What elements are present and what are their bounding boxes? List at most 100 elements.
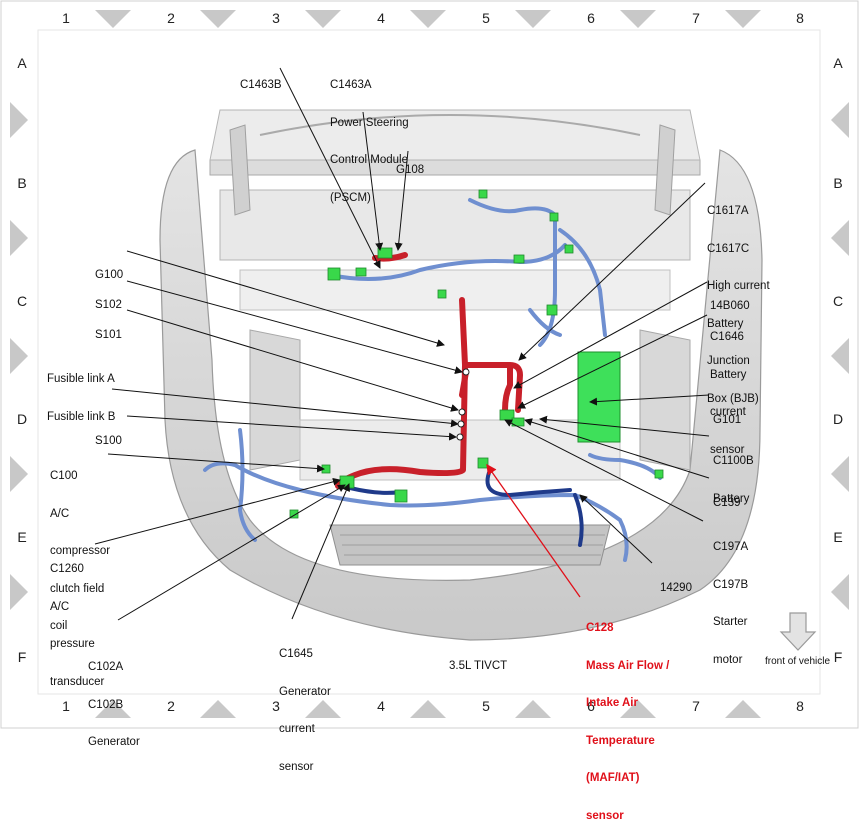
grid-col-5-top: 5 bbox=[482, 10, 490, 26]
label-s101: S101 bbox=[95, 304, 122, 354]
label-line: sensor bbox=[586, 809, 624, 822]
label-line: 14B060 bbox=[710, 300, 750, 312]
label-line: C197B bbox=[713, 578, 749, 591]
label-line: S100 bbox=[95, 435, 122, 447]
label-line: C1645 bbox=[279, 648, 313, 660]
label-line: Battery bbox=[713, 492, 750, 505]
label-line: C100 bbox=[50, 470, 78, 482]
label-line: C102B bbox=[88, 698, 124, 711]
grid-row-e-left: E bbox=[17, 529, 27, 545]
label-c1617: C1617A C1617C High current Battery Junct… bbox=[707, 180, 770, 418]
grid-col-7-top: 7 bbox=[692, 10, 700, 26]
grid-row-a-left: A bbox=[17, 55, 27, 71]
grid-col-4-top: 4 bbox=[377, 10, 385, 26]
label-line: C1617A bbox=[707, 205, 749, 217]
grid-row-d-right: D bbox=[832, 411, 844, 427]
label-line: sensor bbox=[279, 760, 314, 773]
label-line: S102 bbox=[95, 299, 122, 311]
label-line: (PSCM) bbox=[330, 191, 371, 204]
label-c197: C197A C197B Starter motor bbox=[713, 516, 748, 679]
label-line: current bbox=[710, 406, 746, 418]
label-line: S101 bbox=[95, 329, 122, 341]
label-c1646: C1646 Battery current sensor bbox=[710, 306, 746, 469]
label-line: C1617C bbox=[707, 242, 750, 255]
label-s102: S102 bbox=[95, 274, 122, 324]
wiring-diagram bbox=[0, 0, 859, 729]
grid-col-5-bottom: 5 bbox=[482, 698, 490, 714]
label-line: Starter bbox=[713, 616, 748, 628]
label-line: Power Steering bbox=[330, 116, 409, 129]
grid-col-3-bottom: 3 bbox=[272, 698, 280, 714]
grid-row-f-left: F bbox=[17, 649, 27, 665]
grid-markers bbox=[10, 10, 849, 718]
battery bbox=[577, 351, 621, 443]
label-c100: C100 A/C compressor clutch field coil bbox=[50, 445, 110, 645]
grid-row-b-right: B bbox=[833, 175, 843, 191]
label-line: C197A bbox=[713, 541, 749, 553]
grid-row-c-left: C bbox=[16, 293, 28, 309]
label-line: C1100B bbox=[713, 455, 754, 467]
label-line: C128 bbox=[586, 622, 614, 634]
label-line: C1463B bbox=[240, 79, 282, 91]
label-line: C1646 bbox=[710, 331, 744, 343]
grid-col-4-bottom: 4 bbox=[377, 698, 385, 714]
label-line: A/C bbox=[50, 600, 70, 613]
label-s100: S100 bbox=[95, 410, 122, 460]
leader-lines bbox=[94, 67, 710, 621]
label-c1100b: C1100B Battery bbox=[713, 430, 754, 518]
grid-row-a-right: A bbox=[833, 55, 843, 71]
label-line: Generator bbox=[88, 736, 140, 748]
label-line: sensor bbox=[710, 443, 745, 456]
grid-col-1-top: 1 bbox=[62, 10, 70, 26]
grid-col-2-bottom: 2 bbox=[167, 698, 175, 714]
label-line: pressure bbox=[50, 638, 95, 650]
splices bbox=[456, 368, 470, 441]
label-line: High current bbox=[707, 280, 770, 292]
label-fusible-links: Fusible link A Fusible link B bbox=[47, 348, 115, 436]
grid-col-6-top: 6 bbox=[587, 10, 595, 26]
grid-row-b-left: B bbox=[17, 175, 27, 191]
grid-col-7-bottom: 7 bbox=[692, 698, 700, 714]
grid-col-6-bottom: 6 bbox=[587, 698, 595, 714]
front-of-vehicle-label: front of vehicle bbox=[765, 656, 831, 667]
label-c1463a: C1463A Power Steering Control Module (PS… bbox=[330, 54, 409, 217]
label-c1645: C1645 Generator current sensor bbox=[279, 623, 331, 786]
label-line: Battery bbox=[707, 317, 744, 330]
grid-row-f-right: F bbox=[833, 649, 843, 665]
label-14b060: 14B060 bbox=[710, 275, 750, 325]
label-line: (MAF/IAT) bbox=[586, 772, 640, 784]
grid-col-2-top: 2 bbox=[167, 10, 175, 26]
label-line: clutch field bbox=[50, 582, 105, 595]
label-line: motor bbox=[713, 653, 743, 666]
label-line: G100 bbox=[95, 269, 124, 281]
grid-col-8-top: 8 bbox=[796, 10, 804, 26]
label-line: Mass Air Flow / bbox=[586, 659, 670, 672]
label-line: transducer bbox=[50, 675, 105, 688]
label-line: compressor bbox=[50, 545, 111, 557]
label-line: Intake Air bbox=[586, 697, 638, 709]
grid-col-3-top: 3 bbox=[272, 10, 280, 26]
label-c128: C128 Mass Air Flow / Intake Air Temperat… bbox=[586, 597, 669, 835]
label-line: Box (BJB) bbox=[707, 392, 759, 405]
label-line: Control Module bbox=[330, 154, 408, 166]
label-line: coil bbox=[50, 620, 68, 632]
label-line: current bbox=[279, 723, 315, 735]
grid-row-e-right: E bbox=[833, 529, 843, 545]
label-c1463b: C1463B bbox=[240, 54, 282, 104]
label-14290: 14290 bbox=[660, 557, 692, 607]
label-line: Fusible link B bbox=[47, 410, 116, 423]
label-line: G101 bbox=[713, 414, 742, 426]
label-c139: C139 bbox=[713, 472, 741, 522]
label-line: G108 bbox=[396, 164, 425, 176]
label-line: Junction bbox=[707, 355, 750, 367]
grid-row-d-left: D bbox=[16, 411, 28, 427]
label-line: C102A bbox=[88, 661, 124, 673]
label-line: Temperature bbox=[586, 734, 655, 747]
label-line: Battery bbox=[710, 368, 747, 381]
label-line: Fusible link A bbox=[47, 373, 115, 385]
label-g100: G100 bbox=[95, 244, 123, 294]
leader-line-c128 bbox=[486, 463, 581, 598]
label-c1260: C1260 A/C pressure transducer bbox=[50, 538, 104, 701]
grid-col-8-bottom: 8 bbox=[796, 698, 804, 714]
front-arrow-icon bbox=[779, 612, 817, 651]
